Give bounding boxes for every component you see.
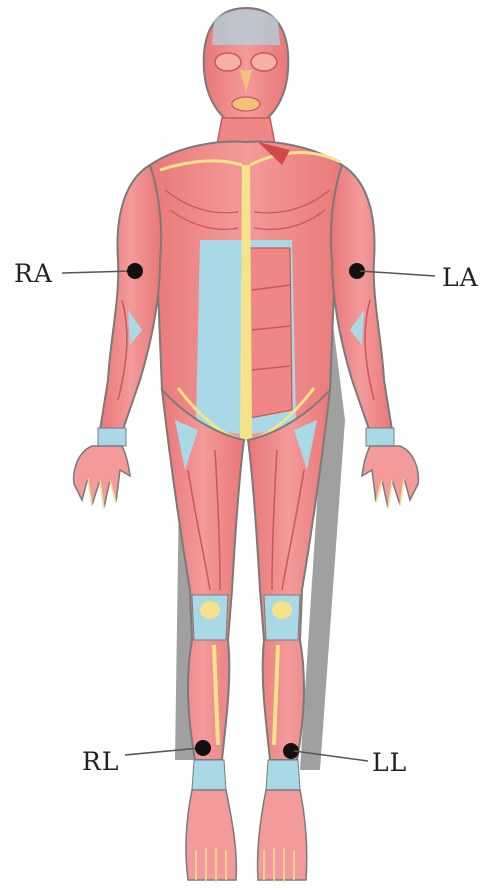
electrode-dot-ra xyxy=(127,263,143,279)
left-arm xyxy=(331,165,418,508)
electrode-dot-rl xyxy=(195,740,211,756)
label-ll: LL xyxy=(372,748,407,777)
head xyxy=(204,8,289,128)
right-leg xyxy=(162,390,244,882)
label-rl: RL xyxy=(82,747,119,776)
label-la: LA xyxy=(442,263,479,292)
right-arm xyxy=(74,165,161,508)
label-ra: RA xyxy=(14,259,53,288)
torso xyxy=(144,142,348,440)
